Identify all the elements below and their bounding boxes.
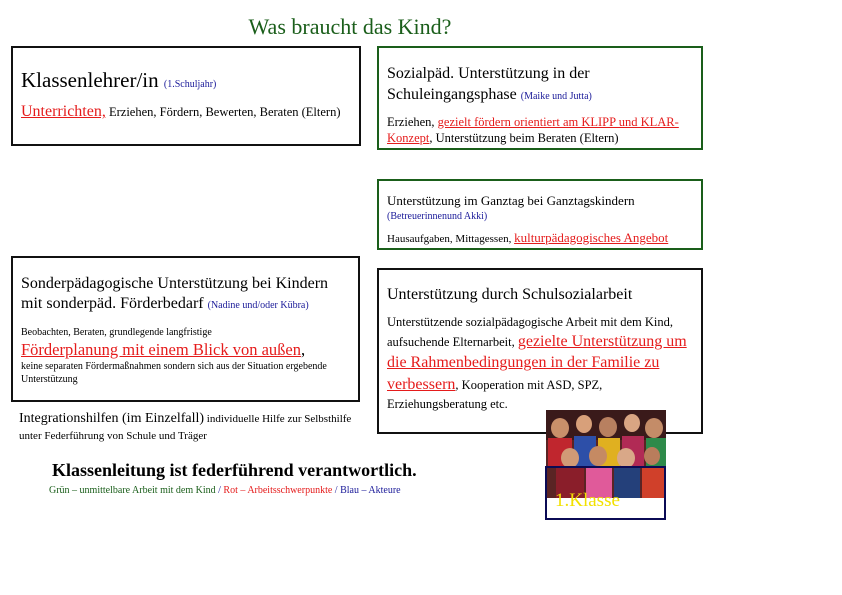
sozialpaed-actor: (Maike und Jutta) — [520, 90, 592, 102]
klassenlehrer-text: Unterrichten, Erziehen, Fördern, Bewerte… — [21, 101, 351, 123]
sonderpaed-comma: , — [300, 339, 306, 359]
klassenlehrer-heading: Klassenlehrer/in (1.Schuljahr) — [21, 68, 351, 93]
legend-sep-2: / — [332, 485, 341, 496]
sonderpaed-text1: Beobachten, Beraten, grundlegende langfr… — [21, 326, 212, 338]
sonderpaed-highlight-line: Förderplanung mit einem Blick von außen, — [21, 338, 350, 360]
sozialpaed-text: Erziehen, gezielt fördern orientiert am … — [387, 114, 693, 147]
box-sonderpaed: Sonderpädagogische Unterstützung bei Kin… — [11, 256, 360, 402]
klassenlehrer-actor: (1.Schuljahr) — [163, 79, 217, 90]
sozialpaed-text-end: , Unterstützung beim Beraten (Eltern) — [429, 130, 619, 145]
sozialpaed-title: Sozialpäd. Unterstützung in der Schulein… — [387, 65, 590, 103]
ganztag-heading: Unterstützung im Ganztag bei Ganztagskin… — [387, 193, 635, 208]
klassenlehrer-duties: Erziehen, Fördern, Bewerten, Beraten (El… — [105, 105, 341, 119]
box-schulsozialarbeit: Unterstützung durch Schulsozialarbeit Un… — [377, 268, 703, 434]
integration-heading: Integrationshilfen (im Einzelfall) — [19, 411, 205, 426]
ganztag-tasks: Hausaufgaben, Mittagessen, — [387, 233, 515, 245]
children-photo-illustration — [546, 410, 666, 498]
legend-blue: Blau – Akteure — [340, 485, 401, 496]
schulsozialarbeit-text-end: , Kooperation mit ASD, SPZ, Erziehungsbe… — [387, 378, 603, 411]
color-legend: Grün – unmittelbare Arbeit mit dem Kind … — [49, 485, 401, 496]
class-photo: 1.Klasse — [545, 410, 666, 520]
ganztag-actor: (Betreuerinnenund Akki) — [387, 211, 488, 222]
sonderpaed-text2: keine separaten Fördermaßnahmen sondern … — [21, 360, 327, 385]
schulsozialarbeit-text-start: Unterstützende sozialpädagogische Arbeit… — [387, 315, 674, 349]
lead-statement: Klassenleitung ist federführend verantwo… — [52, 460, 417, 480]
legend-sep-1: / — [215, 485, 224, 496]
legend-red: Rot – Arbeitsschwerpunkte — [223, 485, 333, 496]
box-sozialpaed: Sozialpäd. Unterstützung in der Schulein… — [377, 46, 703, 150]
photo-label-frame — [545, 466, 666, 520]
schulsozialarbeit-heading: Unterstützung durch Schulsozialarbeit — [387, 286, 633, 303]
children-photo — [546, 410, 666, 498]
klassenlehrer-highlight: Unterrichten, — [21, 103, 106, 120]
box-klassenlehrer: Klassenlehrer/in (1.Schuljahr) Unterrich… — [11, 46, 361, 146]
schulsozialarbeit-text: Unterstützende sozialpädagogische Arbeit… — [387, 314, 693, 413]
page-title: Was braucht das Kind? — [248, 14, 452, 39]
integration-text: individuelle Hilfe zur Selbsthilfe unter… — [19, 413, 352, 442]
sozialpaed-text-start: Erziehen, — [387, 114, 438, 129]
sonderpaed-heading: Sonderpädagogische Unterstützung bei Kin… — [21, 274, 350, 315]
box-ganztag: Unterstützung im Ganztag bei Ganztagskin… — [377, 179, 703, 250]
integration-note: Integrationshilfen (im Einzelfall) indiv… — [19, 411, 359, 445]
ganztag-highlight: kulturpädagogisches Angebot — [514, 230, 669, 245]
sonderpaed-highlight: Förderplanung mit einem Blick von außen — [21, 339, 301, 359]
sozialpaed-highlight: gezielt fördern orientiert am KLIPP und … — [387, 114, 679, 145]
legend-green: Grün – unmittelbare Arbeit mit dem Kind — [49, 485, 216, 496]
photo-label: 1.Klasse — [555, 490, 620, 511]
klassenlehrer-title: Klassenlehrer/in — [21, 68, 159, 92]
sonderpaed-actor: (Nadine und/oder Kübra) — [207, 300, 309, 312]
ganztag-text: Hausaufgaben, Mittagessen, kulturpädagog… — [387, 230, 693, 246]
sonderpaed-title: Sonderpädagogische Unterstützung bei Kin… — [21, 275, 329, 313]
sozialpaed-heading: Sozialpäd. Unterstützung in der Schulein… — [387, 64, 693, 106]
schulsozialarbeit-highlight: gezielte Unterstützung um die Rahmenbedi… — [387, 332, 687, 394]
